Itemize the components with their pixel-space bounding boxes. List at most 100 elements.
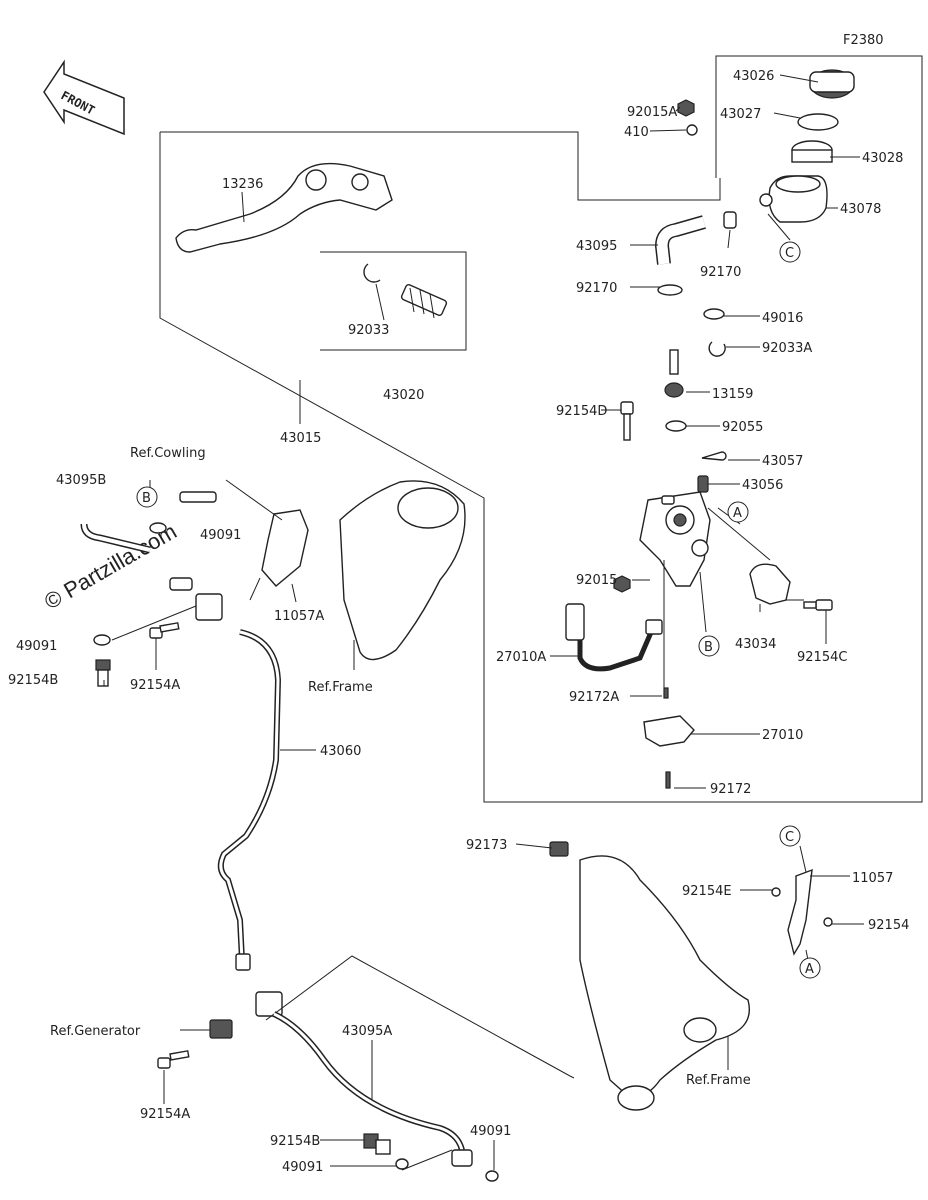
ref-marker-C-1: C xyxy=(779,241,801,263)
screw-92172A xyxy=(663,687,669,699)
callout-43028: 43028 xyxy=(862,151,903,166)
master-cylinder-body xyxy=(639,491,711,587)
ref-marker-B-2: B xyxy=(698,635,720,657)
bracket-11057 xyxy=(787,868,813,956)
callout-ref-frame-bottom: Ref.Frame xyxy=(686,1073,751,1088)
callout-27010A: 27010A xyxy=(496,650,546,665)
figure-code: F2380 xyxy=(843,33,884,48)
circlip-92033A xyxy=(708,341,726,357)
callout-92154A-bottom: 92154A xyxy=(140,1107,190,1122)
callout-410: 410 xyxy=(624,125,649,140)
callout-92015A: 92015A xyxy=(627,105,677,120)
diaphragm-plate-43027 xyxy=(797,113,839,131)
washer-49091-top xyxy=(149,522,167,534)
callout-92154C: 92154C xyxy=(797,650,847,665)
bleeder-43056 xyxy=(697,475,709,493)
callout-43095B: 43095B xyxy=(56,473,106,488)
callout-43095: 43095 xyxy=(576,239,617,254)
callout-92033: 92033 xyxy=(348,323,389,338)
svg-text:C: C xyxy=(785,830,794,845)
ref-marker-B-1: B xyxy=(136,486,158,508)
bolt-92154C xyxy=(803,599,833,611)
ref-marker-A-1: A xyxy=(727,501,749,523)
hose-fitting-13159 xyxy=(664,349,684,398)
nut-92015A xyxy=(677,99,695,117)
assembly-outline xyxy=(160,131,721,201)
callout-92172A: 92172A xyxy=(569,690,619,705)
callout-92055: 92055 xyxy=(722,420,763,435)
callout-43057: 43057 xyxy=(762,454,803,469)
svg-text:B: B xyxy=(704,640,713,655)
switch-lead-27010A xyxy=(577,616,655,672)
clamp-92170-b xyxy=(657,284,683,296)
bolt-ref-cowling xyxy=(179,491,217,503)
switch-27010 xyxy=(643,715,695,747)
piston-kit-43020 xyxy=(400,284,448,319)
callout-92170-b: 92170 xyxy=(576,281,617,296)
bolt-92154A-bottom xyxy=(157,1050,190,1069)
callout-43027: 43027 xyxy=(720,107,761,122)
svg-text:C: C xyxy=(785,246,794,261)
reservoir-43078 xyxy=(759,175,828,223)
callout-43015: 43015 xyxy=(280,431,321,446)
washer-49091-bottom-a xyxy=(395,1158,409,1170)
callout-ref-generator: Ref.Generator xyxy=(50,1024,141,1039)
callout-92154B-bottom: 92154B xyxy=(270,1134,320,1149)
callout-43078: 43078 xyxy=(840,202,881,217)
callout-43020: 43020 xyxy=(383,388,424,403)
svg-text:B: B xyxy=(142,491,151,506)
ref-generator-block xyxy=(209,1019,233,1039)
reservoir-cap-43026 xyxy=(809,69,855,99)
callout-27010: 27010 xyxy=(762,728,803,743)
callout-49016: 49016 xyxy=(762,311,803,326)
ref-marker-A-2: A xyxy=(799,957,821,979)
banjo-fitting xyxy=(169,577,223,621)
svg-text:A: A xyxy=(733,506,742,521)
diaphragm-43028 xyxy=(791,140,833,163)
callout-92154: 92154 xyxy=(868,918,909,933)
callout-ref-frame-top: Ref.Frame xyxy=(308,680,373,695)
washer-49091-left xyxy=(93,634,111,646)
callout-13159: 13159 xyxy=(712,387,753,402)
svg-text:A: A xyxy=(805,962,814,977)
callout-92170-a: 92170 xyxy=(700,265,741,280)
clutch-lever-13236 xyxy=(175,162,393,253)
bolt-92154 xyxy=(823,917,833,927)
callout-43026: 43026 xyxy=(733,69,774,84)
callout-43034: 43034 xyxy=(735,637,776,652)
screw-92172 xyxy=(665,771,671,789)
washer-49091-bottom-b xyxy=(485,1170,499,1182)
o-ring-92055 xyxy=(665,420,687,432)
ref-marker-C-2: C xyxy=(779,825,801,847)
callout-43095A: 43095A xyxy=(342,1024,392,1039)
plate-43057 xyxy=(701,451,727,461)
callout-49091-bottom-b: 49091 xyxy=(470,1124,511,1139)
bolt-92154D xyxy=(620,401,634,441)
joint-fitting xyxy=(255,991,283,1017)
circlip-92033 xyxy=(363,263,381,283)
callout-11057: 11057 xyxy=(852,871,893,886)
callout-92015: 92015 xyxy=(576,573,617,588)
callout-49091-top: 49091 xyxy=(200,528,241,543)
callout-92154D: 92154D xyxy=(556,404,607,419)
clamp-92170-a xyxy=(723,211,737,229)
bracket-11057A xyxy=(261,509,309,587)
callout-92154A-top: 92154A xyxy=(130,678,180,693)
bolt-92154A-top xyxy=(149,622,180,639)
callout-49091-left: 49091 xyxy=(16,639,57,654)
callout-43056: 43056 xyxy=(742,478,783,493)
holder-43034 xyxy=(749,563,791,605)
nut-92015 xyxy=(613,575,631,593)
callout-43060: 43060 xyxy=(320,744,361,759)
pipe-43060 xyxy=(217,629,282,961)
sensor-92173 xyxy=(549,841,569,857)
callout-11057A: 11057A xyxy=(274,609,324,624)
callout-92154B-left: 92154B xyxy=(8,673,58,688)
bolt-92154B-left xyxy=(95,659,111,687)
bolt-92154E xyxy=(771,887,781,897)
callout-13236: 13236 xyxy=(222,177,263,192)
callout-92154E: 92154E xyxy=(682,884,732,899)
seal-49016 xyxy=(703,308,725,320)
switch-connector-27010A xyxy=(565,603,585,641)
